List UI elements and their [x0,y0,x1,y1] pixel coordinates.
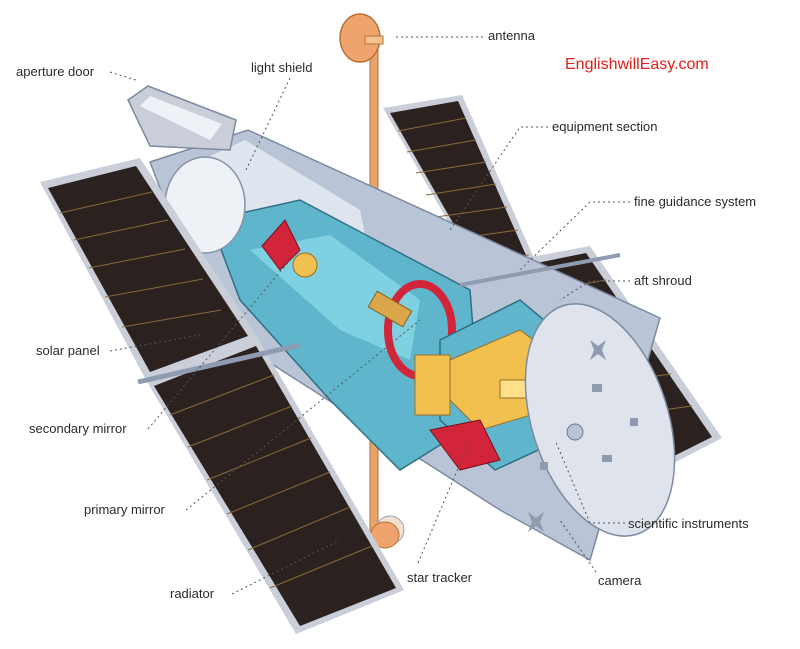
label-primary-mirror: primary mirror [84,502,165,518]
label-fine-guidance-system: fine guidance system [634,194,756,210]
label-light-shield: light shield [251,60,312,76]
label-scientific-instruments: scientific instruments [628,516,749,532]
label-solar-panel: solar panel [36,343,100,359]
watermark-text: EnglishwillEasy.com [565,56,709,74]
label-star-tracker: star tracker [407,570,472,586]
label-antenna: antenna [488,28,535,44]
label-aperture-door: aperture door [16,64,94,80]
label-radiator: radiator [170,586,214,602]
label-aft-shroud: aft shroud [634,273,692,289]
label-camera: camera [598,573,641,589]
label-equipment-section: equipment section [552,119,658,135]
label-secondary-mirror: secondary mirror [29,421,127,437]
